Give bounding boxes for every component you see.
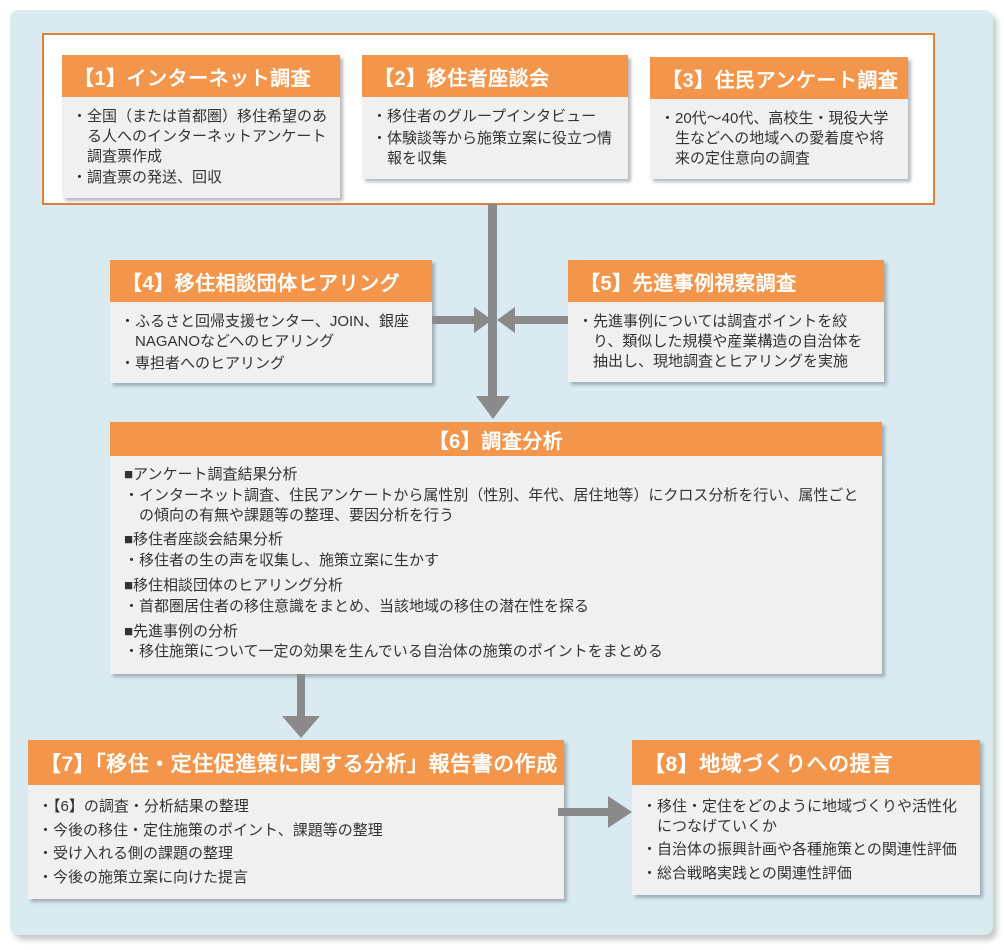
box-report-creation: 【7】「移住・定住促進策に関する分析」報告書の作成 ・【6】の調査・分析結果の整… [28, 740, 564, 899]
bullet-item: ・移住者のグループインタビュー [372, 108, 597, 125]
section-heading: ■先進事例の分析 [124, 622, 239, 640]
arrow-from-box5-shaft [515, 316, 568, 324]
arrow-right-icon [474, 307, 492, 333]
bullet-item: ・体験談等から施策立案に役立つ情報を収集 [372, 129, 613, 167]
box-migrant-roundtable: 【2】移住者座談会 ・移住者のグループインタビュー ・体験談等から施策立案に役立… [362, 55, 628, 179]
bullet-item: ・20代～40代、高校生・現役大学生などへの地域への愛着度や将来の定住意向の調査 [660, 110, 889, 167]
box-migrant-roundtable-title: 【2】移住者座談会 [362, 55, 628, 97]
box-advanced-case-study-title: 【5】先進事例視察調査 [568, 260, 884, 302]
bullet-item: ・移住・定住をどのように地域づくりや活性化につなげていくか [642, 798, 958, 835]
section-heading: ■移住相談団体のヒアリング分析 [124, 576, 344, 594]
bullet-item: ・先進事例については調査ポイントを絞り、類似した規模や産業構造の自治体を抽出し、… [578, 313, 863, 370]
box-advanced-case-study-body: ・先進事例については調査ポイントを絞り、類似した規模や産業構造の自治体を抽出し、… [568, 302, 884, 382]
bullet-item: ・移住者の生の声を収集し、施策立案に生かす [124, 552, 440, 570]
box-migrant-roundtable-body: ・移住者のグループインタビュー ・体験談等から施策立案に役立つ情報を収集 [362, 97, 628, 179]
box-resident-questionnaire-title: 【3】住民アンケート調査 [650, 57, 908, 99]
arrow-down-icon [476, 396, 510, 419]
box-internet-survey-body: ・全国（または首都圏）移住希望のある人へのインターネットアンケート調査票作成 ・… [62, 97, 340, 199]
bullet-item: ・首都圏居住者の移住意識をまとめ、当該地域の移住の潜在性を探る [124, 597, 590, 615]
bullet-item: ・インターネット調査、住民アンケートから属性別（性別、年代、居住地等）にクロス分… [124, 486, 859, 524]
bullet-item: ・受け入れる側の課題の整理 [38, 845, 234, 862]
box-resident-questionnaire-body: ・20代～40代、高校生・現役大学生などへの地域への愛着度や将来の定住意向の調査 [650, 99, 908, 179]
box-internet-survey-title: 【1】インターネット調査 [62, 55, 340, 97]
arrow-to-report-shaft [297, 674, 305, 716]
box-community-proposal-body: ・移住・定住をどのように地域づくりや活性化につなげていくか ・自治体の振興計画や… [632, 785, 980, 895]
box-internet-survey: 【1】インターネット調査 ・全国（または首都圏）移住希望のある人へのインターネッ… [62, 55, 340, 199]
arrow-from-box4-shaft [432, 316, 474, 324]
bullet-item: ・自治体の振興計画や各種施策との関連性評価 [642, 841, 957, 858]
arrow-to-proposal-shaft [558, 808, 610, 816]
box-consultation-hearing-title: 【4】移住相談団体ヒアリング [110, 260, 432, 302]
box-report-creation-title: 【7】「移住・定住促進策に関する分析」報告書の作成 [28, 740, 564, 785]
box-advanced-case-study: 【5】先進事例視察調査 ・先進事例については調査ポイントを絞り、類似した規模や産… [568, 260, 884, 382]
box-community-proposal: 【8】地域づくりへの提言 ・移住・定住をどのように地域づくりや活性化につなげてい… [632, 740, 980, 895]
box-consultation-hearing: 【4】移住相談団体ヒアリング ・ふるさと回帰支援センター、JOIN、銀座NAGA… [110, 260, 432, 384]
bullet-item: ・ふるさと回帰支援センター、JOIN、銀座NAGANOなどへのヒアリング [120, 313, 410, 350]
bullet-item: ・移住施策について一定の効果を生んでいる自治体の施策のポイントをまとめる [124, 643, 663, 661]
section-heading: ■移住者座談会結果分析 [124, 531, 284, 549]
diagram-canvas: 【1】インターネット調査 ・全国（または首都圏）移住希望のある人へのインターネッ… [10, 10, 993, 935]
bullet-item: ・専担者へのヒアリング [120, 354, 286, 372]
bullet-item: ・今後の施策立案に向けた提言 [38, 868, 249, 886]
arrow-left-icon [497, 307, 515, 333]
bullet-item: ・【6】の調査・分析結果の整理 [38, 798, 249, 815]
box-community-proposal-title: 【8】地域づくりへの提言 [632, 740, 980, 785]
section-heading: ■アンケート調査結果分析 [124, 466, 298, 483]
box-survey-analysis-title: 【6】調査分析 [110, 422, 882, 456]
box-survey-analysis: 【6】調査分析 ■アンケート調査結果分析 ・インターネット調査、住民アンケートか… [110, 422, 882, 675]
box-consultation-hearing-body: ・ふるさと回帰支援センター、JOIN、銀座NAGANOなどへのヒアリング ・専担… [110, 302, 432, 384]
arrow-down-icon [282, 716, 320, 738]
bullet-item: ・調査票の発送、回収 [72, 169, 223, 187]
box-resident-questionnaire: 【3】住民アンケート調査 ・20代～40代、高校生・現役大学生などへの地域への愛… [650, 57, 908, 179]
box-survey-analysis-body: ■アンケート調査結果分析 ・インターネット調査、住民アンケートから属性別（性別、… [110, 456, 882, 675]
bullet-item: ・今後の移住・定住施策のポイント、課題等の整理 [38, 821, 383, 839]
box-report-creation-body: ・【6】の調査・分析結果の整理 ・今後の移住・定住施策のポイント、課題等の整理 … [28, 785, 564, 899]
arrow-right-icon [608, 796, 632, 828]
arrow-merge-vertical-shaft [488, 204, 497, 396]
bullet-item: ・総合戦略実践との関連性評価 [642, 864, 852, 882]
bullet-item: ・全国（または首都圏）移住希望のある人へのインターネットアンケート調査票作成 [72, 108, 328, 165]
